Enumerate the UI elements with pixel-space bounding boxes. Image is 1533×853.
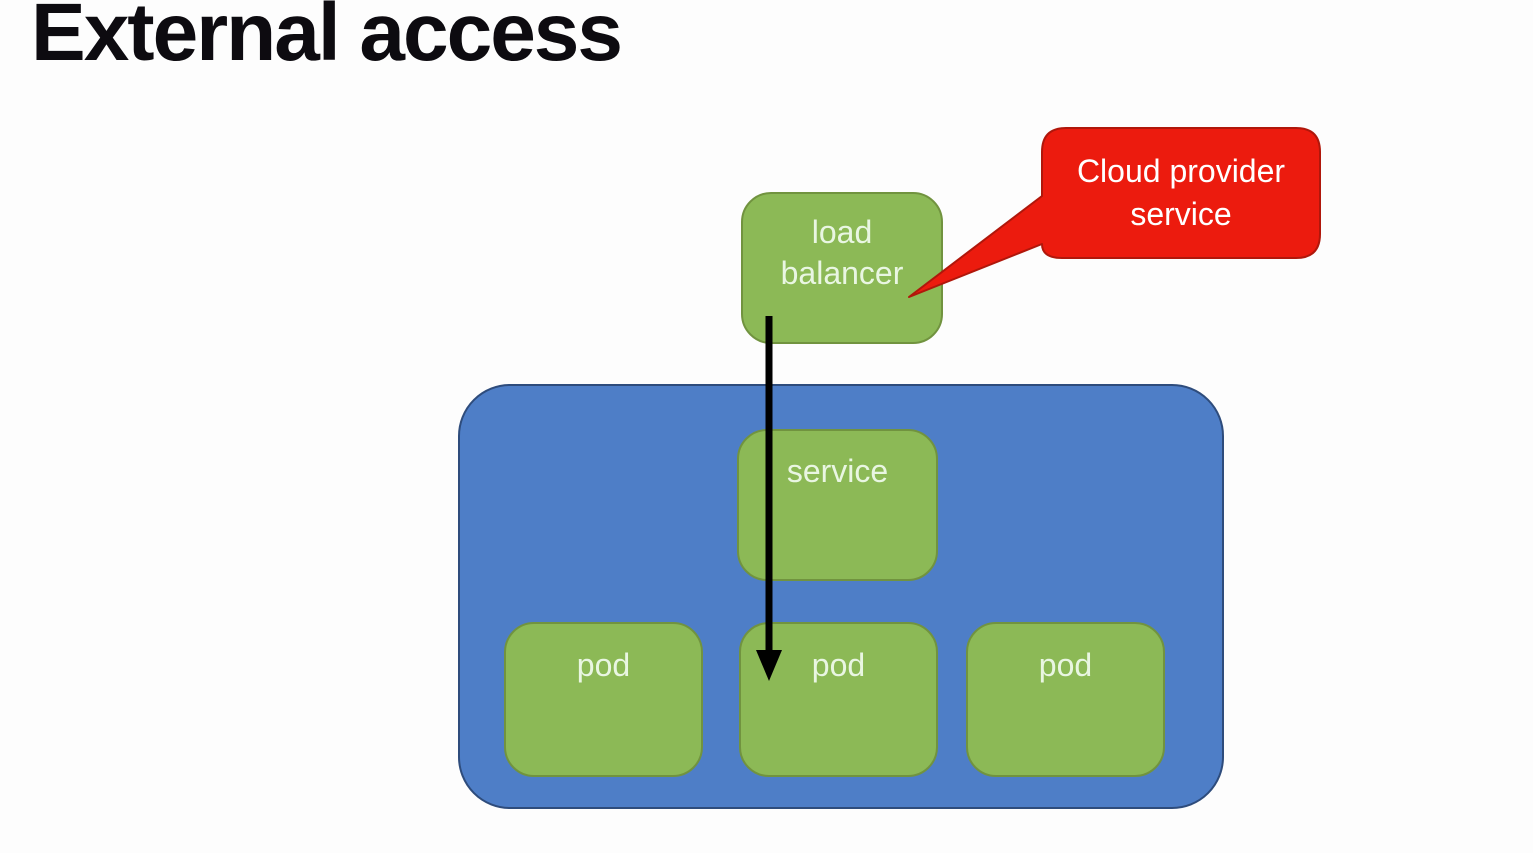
- pod-node: pod: [739, 622, 938, 777]
- pod-label: pod: [576, 647, 631, 683]
- load-balancer-label: load balancer: [780, 214, 904, 291]
- pod-label: pod: [1038, 647, 1093, 683]
- pod-label: pod: [811, 647, 866, 683]
- pod-node: pod: [966, 622, 1165, 777]
- cloud-provider-callout: Cloud provider service: [1042, 128, 1320, 258]
- cloud-provider-callout-label: Cloud provider service: [1076, 152, 1286, 232]
- service-label: service: [786, 453, 889, 489]
- pod-node: pod: [504, 622, 703, 777]
- load-balancer-node: load balancer: [741, 192, 943, 344]
- service-node: service: [737, 429, 938, 581]
- page-title: External access: [31, 0, 623, 78]
